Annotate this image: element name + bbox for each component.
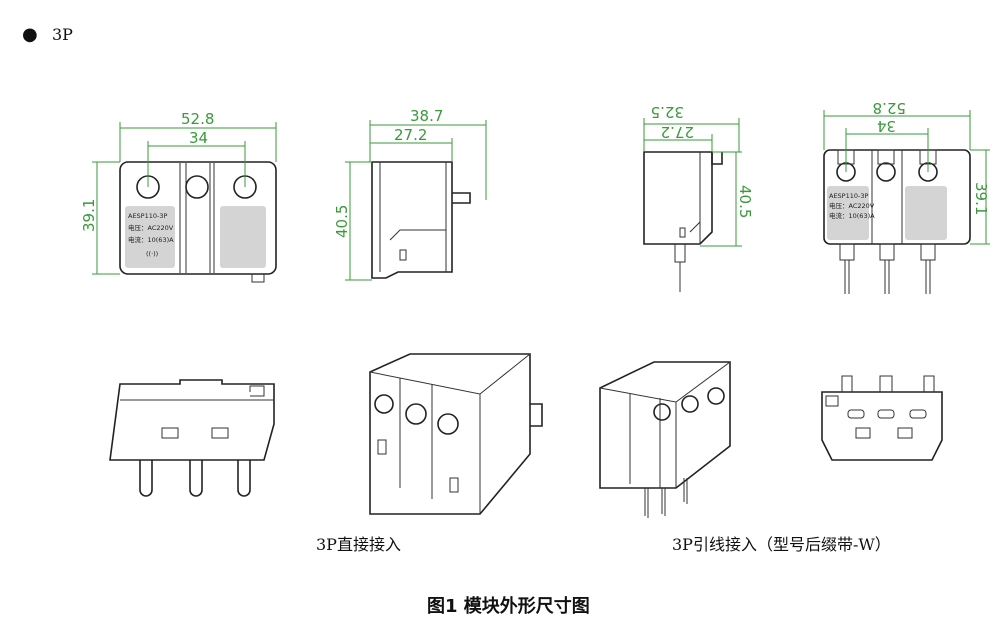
dim-depth: 32.5	[651, 103, 684, 121]
label-current: 电流：10(63)A	[128, 235, 174, 244]
dim-height: 40.5	[736, 185, 754, 218]
dim-width: 52.8	[873, 99, 906, 117]
caption-wired: 3P引线接入（型号后缀带-W）	[672, 535, 891, 554]
bullet: ●	[22, 24, 38, 45]
side-view: 38.7 27.2 40.5	[333, 107, 487, 281]
dim-height: 40.5	[333, 205, 351, 238]
dim-pitch: 34	[189, 129, 208, 147]
figure-title: 图1 模块外形尺寸图	[427, 595, 590, 617]
iso-view-direct	[369, 353, 543, 515]
caption-direct: 3P直接接入	[316, 535, 401, 554]
label-voltage: 电压：AC220V	[829, 201, 875, 210]
dim-depth: 38.7	[410, 107, 443, 125]
front-view: AESP110-3P 电压：AC220V 电流：10(63)A ((·)) 52…	[80, 110, 277, 283]
dim-height: 39.1	[972, 182, 990, 215]
front-view-wired: AESP110-3P 电压：AC220V 电流：10(63)A 52.8 34 …	[823, 99, 990, 294]
side-view-wired: 32.5 27.2 40.5	[643, 103, 754, 292]
label-current: 电流：10(63)A	[829, 211, 875, 220]
wireless-icon: ((·))	[146, 250, 158, 258]
dim-pitch: 34	[877, 117, 896, 135]
bottom-view-wired	[821, 375, 943, 461]
label-model: AESP110-3P	[128, 212, 167, 220]
bottom-view-direct	[109, 379, 275, 497]
dim-height: 39.1	[80, 199, 98, 232]
label-model: AESP110-3P	[829, 192, 868, 200]
section-heading: 3P	[52, 25, 73, 44]
dim-depth-inner: 27.2	[661, 123, 694, 141]
label-voltage: 电压：AC220V	[128, 223, 174, 232]
iso-view-wired	[599, 361, 731, 518]
dim-depth-inner: 27.2	[394, 126, 427, 144]
dim-width: 52.8	[181, 110, 214, 128]
